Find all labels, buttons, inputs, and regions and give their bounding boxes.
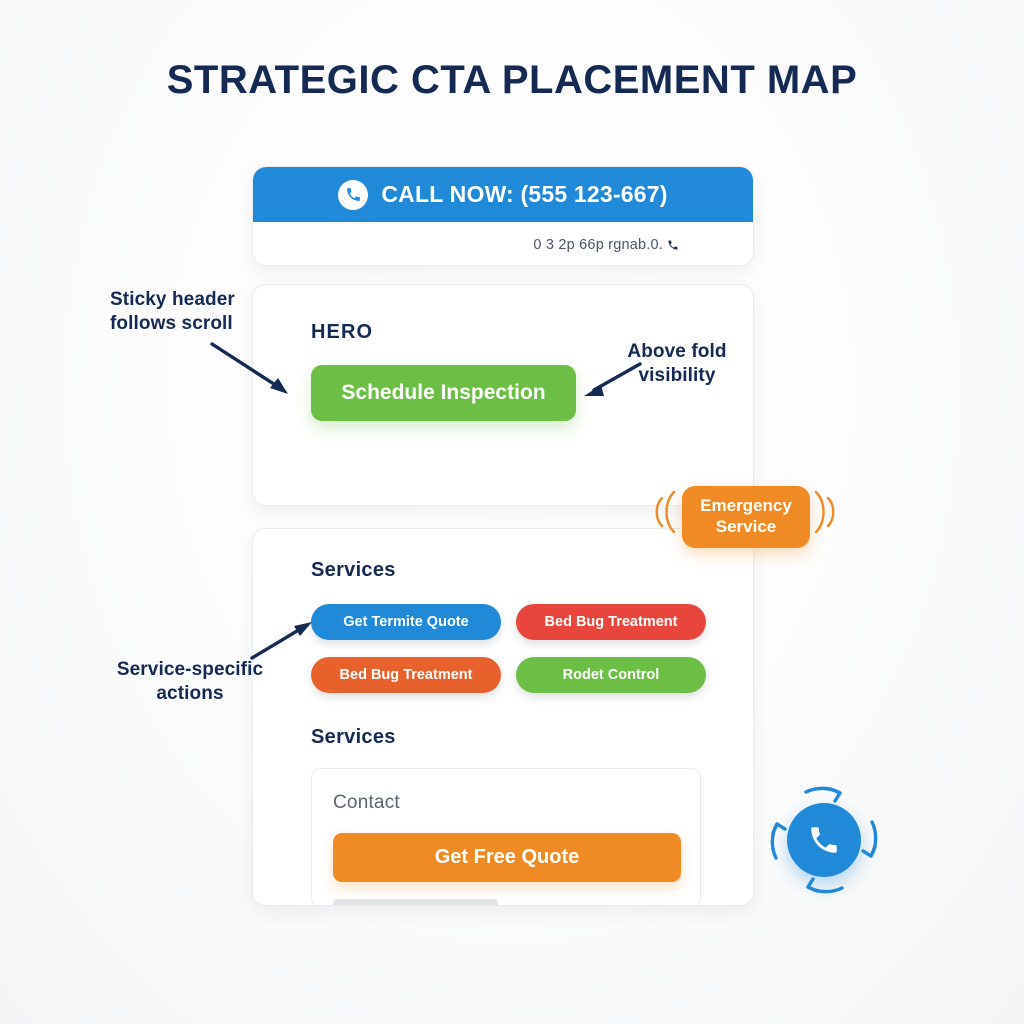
phone-icon — [668, 240, 678, 249]
annotation-sticky-header: Sticky header follows scroll — [110, 289, 235, 335]
call-fab-button[interactable] — [787, 803, 861, 877]
contact-card: Contact Get Free Quote — [311, 768, 701, 905]
sticky-subtext-row: 0 3 2p 66p rgnab.0. — [253, 222, 753, 265]
phone-icon — [811, 827, 837, 853]
sticky-subtext: 0 3 2p 66p rgnab.0. — [533, 236, 663, 253]
cta-placement-mockup: CALL NOW: (555 123-667) 0 3 2p 66p rgnab… — [252, 166, 754, 906]
call-now-bar[interactable]: CALL NOW: (555 123-667) — [253, 167, 753, 222]
contact-label: Contact — [333, 792, 400, 813]
hero-section-card: HERO Schedule Inspection — [252, 284, 754, 506]
emergency-service-button[interactable]: Emergency Service — [682, 486, 810, 548]
placeholder-bar — [333, 899, 498, 905]
emergency-line-2: Service — [715, 517, 777, 536]
annotation-arrow-sticky-icon — [210, 342, 288, 394]
service-button-termite-quote[interactable]: Get Termite Quote — [311, 604, 501, 640]
vibration-arc-right-icon — [810, 488, 838, 536]
service-buttons-grid: Get Termite Quote Bed Bug Treatment Bed … — [311, 604, 706, 693]
annotation-service-specific: Service-specific actions — [116, 659, 264, 705]
vibration-arc-left-icon — [652, 488, 680, 536]
get-free-quote-button[interactable]: Get Free Quote — [333, 833, 681, 882]
annotation-arrow-service-icon — [250, 622, 312, 660]
services-secondary-label: Services — [311, 726, 396, 748]
services-label: Services — [311, 559, 396, 581]
phone-icon — [338, 179, 369, 210]
sticky-header-card: CALL NOW: (555 123-667) 0 3 2p 66p rgnab… — [252, 166, 754, 266]
services-section-card: Services Get Termite Quote Bed Bug Treat… — [252, 528, 754, 906]
service-button-rodent-control[interactable]: Rodet Control — [516, 657, 706, 693]
hero-label: HERO — [311, 321, 374, 343]
service-button-bed-bug-treatment-orange[interactable]: Bed Bug Treatment — [311, 657, 501, 693]
floating-call-widget — [762, 778, 886, 902]
emergency-service-floating-widget: Emergency Service — [652, 480, 842, 556]
schedule-inspection-button[interactable]: Schedule Inspection — [311, 365, 576, 421]
annotation-above-fold: Above fold visibility — [627, 341, 727, 387]
service-button-bed-bug-treatment-red[interactable]: Bed Bug Treatment — [516, 604, 706, 640]
call-now-label: CALL NOW: (555 123-667) — [381, 181, 668, 207]
emergency-line-1: Emergency — [700, 496, 792, 516]
page-title: STRATEGIC CTA PLACEMENT MAP — [166, 58, 858, 102]
annotation-arrow-above-fold-icon — [584, 362, 642, 396]
